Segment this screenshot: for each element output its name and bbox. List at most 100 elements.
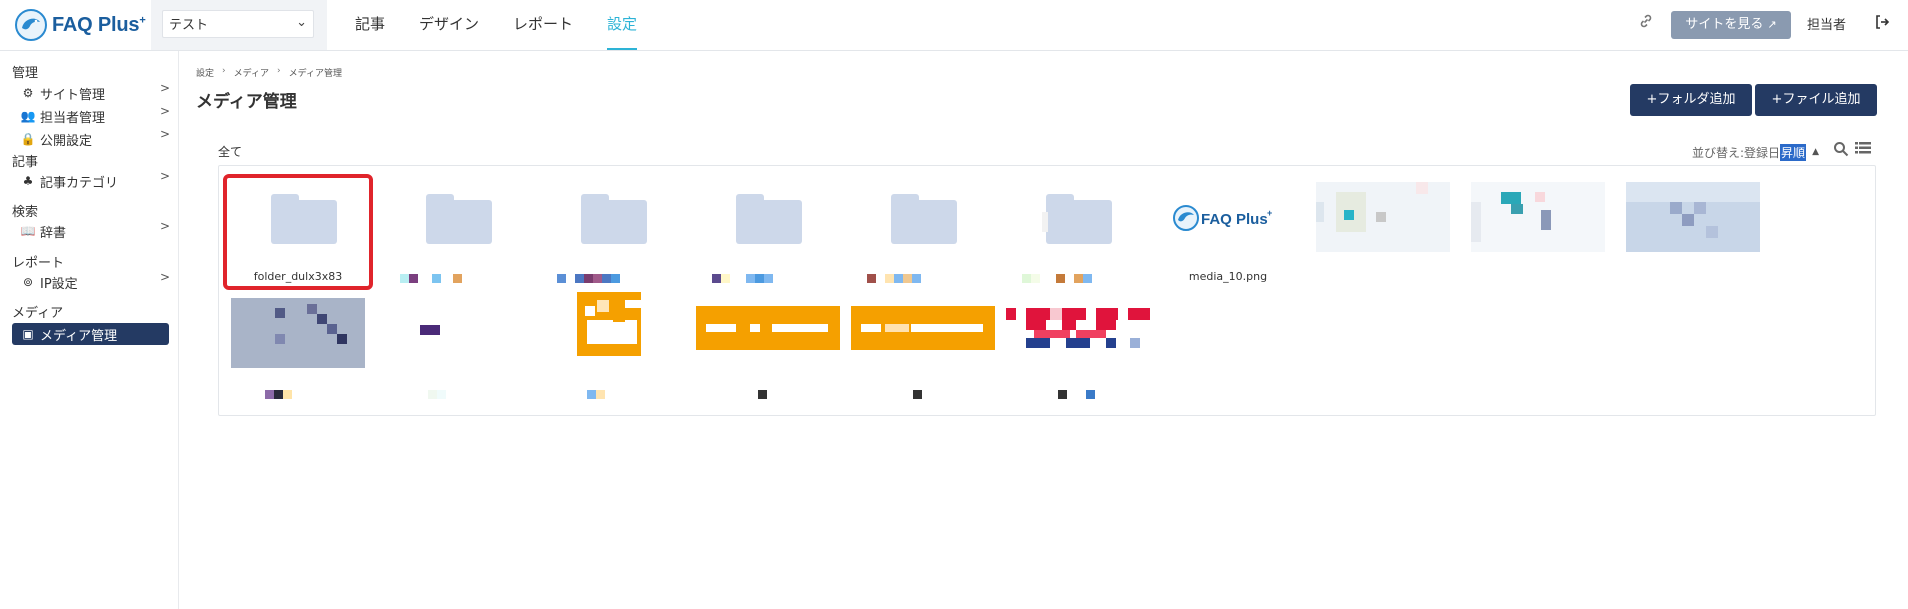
breadcrumb-separator: ›: [277, 66, 281, 76]
dolphin-logo-icon: [15, 9, 47, 41]
list-view-icon[interactable]: [1855, 141, 1871, 159]
logout-icon[interactable]: [1874, 14, 1890, 34]
sort-arrow-icon[interactable]: ▲: [1812, 147, 1819, 157]
media-caption-pixelated: [998, 390, 1148, 400]
chevron-right-icon: >: [159, 219, 170, 233]
media-tile-folder[interactable]: [533, 174, 683, 290]
sidebar-item-assignee-management[interactable]: 👥 担当者管理 >: [20, 104, 170, 126]
sidebar-section-search: 検索: [12, 205, 39, 220]
media-tile-folder[interactable]: [378, 174, 528, 290]
media-tile-folder[interactable]: [998, 174, 1148, 290]
media-tile-image[interactable]: [1463, 174, 1613, 290]
gear-icon: ⚙: [22, 86, 34, 100]
sidebar-item-article-category[interactable]: ♣ 記事カテゴリ >: [20, 169, 170, 191]
faqplus-logo[interactable]: FAQ Plus+: [14, 8, 146, 42]
search-icon[interactable]: [1833, 141, 1849, 161]
tab-report[interactable]: レポート: [513, 15, 574, 33]
red-pattern-thumbnail: [1006, 298, 1150, 368]
top-nav: 記事 デザイン レポート 設定: [344, 0, 660, 50]
sidebar-item-label: 辞書: [40, 225, 67, 241]
dolphin-logo-icon: FAQ Plus +: [1173, 205, 1272, 231]
sidebar-item-label: IP設定: [40, 276, 78, 292]
top-header: FAQ Plus+ テスト ⌄ 記事 デザイン レポート 設定 サイトを見る↗ …: [0, 0, 1908, 51]
media-tile-image[interactable]: [688, 290, 840, 406]
sidebar-item-media-management[interactable]: ▣ メディア管理: [12, 323, 169, 345]
sidebar-item-label: 記事カテゴリ: [40, 175, 119, 191]
media-caption: media_10.png: [1188, 270, 1268, 283]
sidebar: 管理 ⚙ サイト管理 > 👥 担当者管理 > 🔒 公開設定 > 記事 ♣ 記事カ…: [0, 51, 179, 609]
media-caption-pixelated: [378, 274, 528, 284]
media-caption-pixelated: [843, 390, 993, 400]
breadcrumb-media[interactable]: メディア: [233, 69, 269, 79]
folder-thumbnail: [386, 182, 520, 252]
media-tile-image[interactable]: [843, 290, 995, 406]
pixelated-thumbnail: [1626, 182, 1760, 252]
media-tile-logo-image[interactable]: FAQ Plus + media_10.png: [1153, 174, 1303, 290]
sidebar-item-label: サイト管理: [40, 87, 106, 103]
users-icon: 👥: [20, 109, 36, 123]
page-title: メディア管理: [196, 92, 297, 112]
chevron-right-icon: >: [159, 169, 170, 183]
sidebar-item-dictionary[interactable]: 📖 辞書 >: [20, 219, 170, 241]
sidebar-item-ip-settings[interactable]: ⊚ IP設定 >: [20, 270, 170, 292]
media-caption-pixelated: [843, 274, 993, 284]
media-caption-pixelated: [998, 274, 1148, 284]
sidebar-item-label: 公開設定: [40, 133, 93, 149]
sidebar-item-publish-settings[interactable]: 🔒 公開設定 >: [20, 127, 170, 149]
tab-design[interactable]: デザイン: [419, 15, 480, 33]
media-tile-image[interactable]: [378, 290, 528, 406]
site-select[interactable]: テスト ⌄: [162, 10, 314, 38]
media-caption-pixelated: [688, 274, 838, 284]
tab-settings[interactable]: 設定: [596, 0, 648, 50]
view-site-button[interactable]: サイトを見る↗: [1671, 11, 1791, 39]
pixelated-thumbnail: [1471, 182, 1605, 252]
media-caption: folder_dulx3x83: [253, 270, 343, 283]
svg-text:FAQ Plus: FAQ Plus: [1201, 211, 1268, 228]
media-tile-image[interactable]: [1308, 174, 1458, 290]
assignee-menu[interactable]: 担当者: [1807, 18, 1847, 33]
folder-icon: [581, 194, 647, 244]
sort-control[interactable]: 並び替え:登録日昇順▲: [1692, 143, 1819, 161]
breadcrumb: 設定 › メディア › メディア管理: [196, 66, 342, 79]
media-tile-folder-selected[interactable]: folder_dulx3x83: [223, 174, 373, 290]
media-caption-pixelated: [533, 390, 683, 400]
orange-icon-thumbnail: [541, 292, 675, 368]
folder-thumbnail: [851, 182, 985, 252]
link-icon[interactable]: [1638, 13, 1658, 33]
logo-text: FAQ Plus+: [52, 13, 146, 36]
pixelated-thumbnail: [1316, 182, 1450, 252]
faqplus-logo-thumbnail: FAQ Plus +: [1161, 182, 1295, 252]
sidebar-section-media: メディア: [12, 306, 64, 321]
sort-order-selected[interactable]: 昇順: [1780, 143, 1807, 161]
media-tile-folder[interactable]: [688, 174, 838, 290]
media-tile-image[interactable]: [223, 290, 373, 406]
sidebar-item-site-management[interactable]: ⚙ サイト管理 >: [20, 81, 170, 103]
breadcrumb-settings[interactable]: 設定: [196, 69, 215, 79]
pixelated-thumbnail: [231, 298, 365, 368]
folder-thumbnail: [1006, 182, 1140, 252]
breadcrumb-media-management: メディア管理: [288, 69, 342, 79]
media-tile-image[interactable]: [533, 290, 683, 406]
folder-icon: [426, 194, 492, 244]
chevron-right-icon: >: [159, 127, 170, 141]
media-tile-image[interactable]: [998, 290, 1150, 406]
add-folder-button[interactable]: +フォルダ追加: [1630, 84, 1752, 116]
chevron-right-icon: >: [159, 81, 170, 95]
orange-banner-thumbnail: [851, 298, 995, 368]
ip-icon: ⊚: [22, 275, 34, 289]
media-caption-pixelated: [533, 274, 683, 284]
filter-all-label[interactable]: 全て: [218, 145, 243, 159]
book-icon: 📖: [20, 224, 36, 238]
media-tile-image[interactable]: [1618, 174, 1768, 290]
folder-icon: [271, 194, 337, 244]
svg-text:+: +: [1267, 208, 1272, 218]
media-tile-folder[interactable]: [843, 174, 993, 290]
site-select-value: テスト: [169, 18, 209, 33]
tab-articles[interactable]: 記事: [355, 15, 386, 33]
add-file-button[interactable]: +ファイル追加: [1755, 84, 1877, 116]
category-icon: ♣: [22, 174, 34, 188]
chevron-right-icon: >: [159, 104, 170, 118]
breadcrumb-separator: ›: [222, 66, 226, 76]
media-caption-pixelated: [223, 390, 373, 400]
chevron-right-icon: >: [159, 270, 170, 284]
